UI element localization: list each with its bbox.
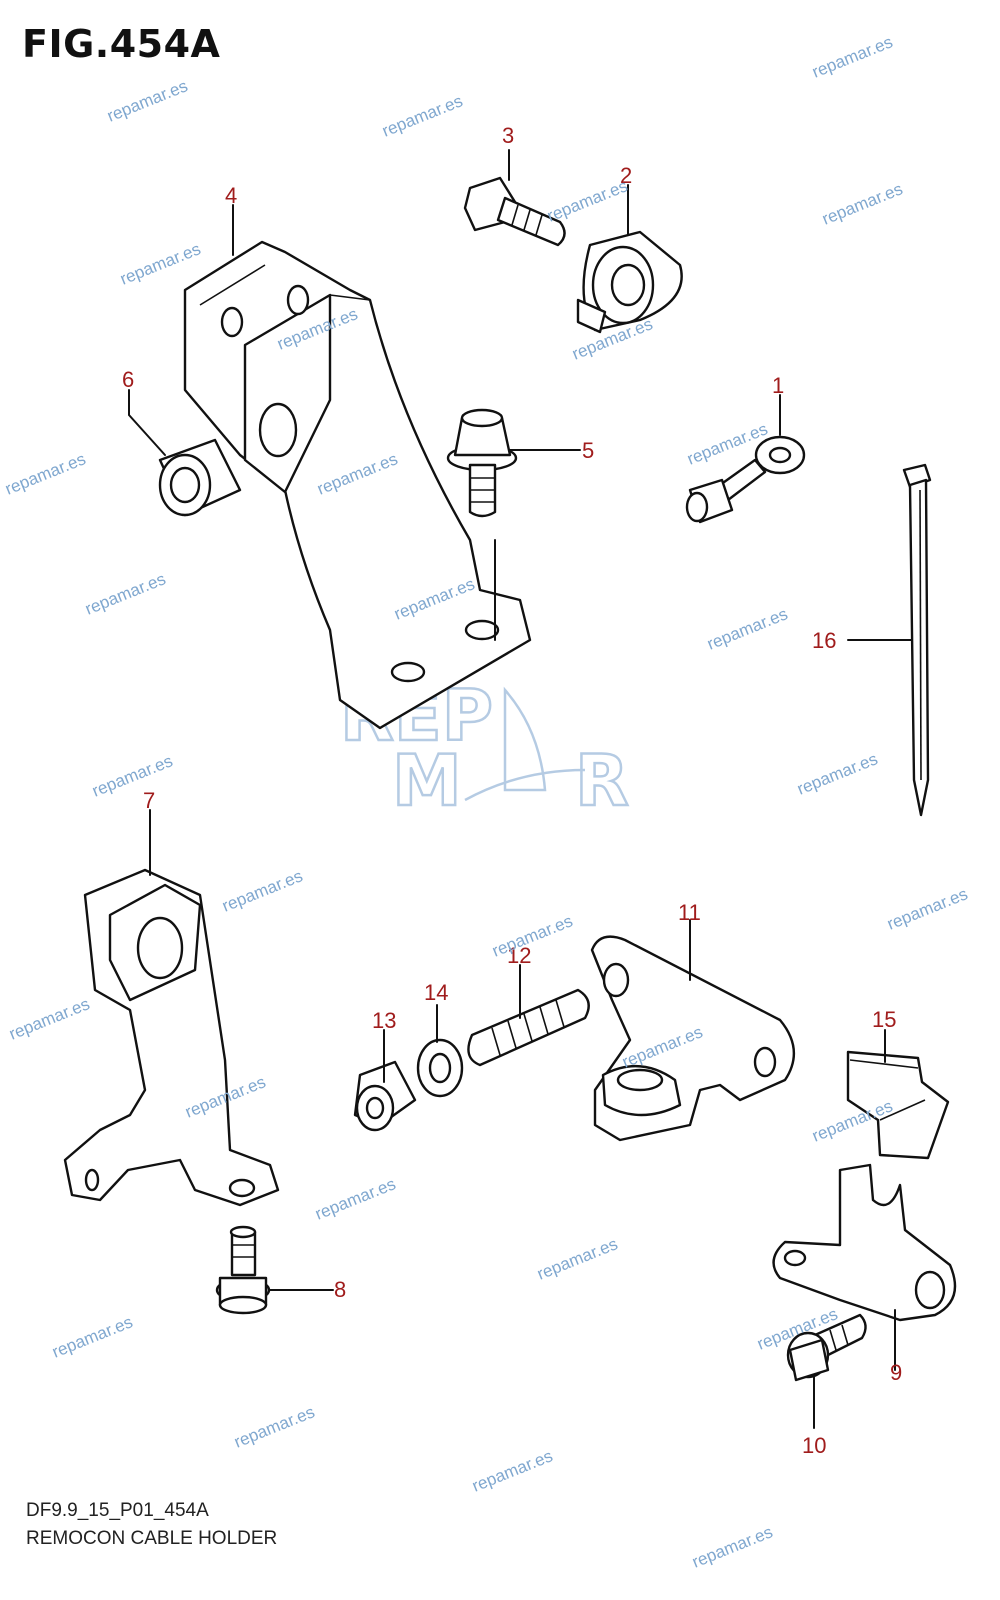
callout-16: 16	[812, 628, 836, 653]
part-14-washer	[416, 1038, 464, 1098]
watermark: repamar.es	[704, 604, 790, 653]
part-8-bolt	[215, 1225, 271, 1315]
callout-13: 13	[372, 1008, 396, 1033]
watermark: repamar.es	[809, 32, 895, 81]
logo-text-r: R	[575, 740, 629, 822]
watermark: repamar.es	[489, 911, 575, 960]
part-2-clamp	[576, 230, 683, 334]
figure-description: REMOCON CABLE HOLDER	[26, 1528, 278, 1549]
part-15-clip	[846, 1050, 950, 1160]
watermark: repamar.es	[89, 751, 175, 800]
part-1-terminal	[685, 435, 806, 524]
callout-10: 10	[802, 1433, 826, 1458]
figure-code: DF9.9_15_P01_454A	[26, 1500, 209, 1521]
watermark: repamar.es	[6, 994, 92, 1043]
callout-14: 14	[424, 980, 448, 1005]
part-16-cable-tie	[902, 463, 932, 817]
callouts: 1 2 3 4 5 6 7 8 9 10 11 12 13 14 15 16	[122, 123, 902, 1458]
watermark: repamar.es	[82, 569, 168, 618]
watermark: repamar.es	[689, 1522, 775, 1571]
part-10-bolt	[786, 1313, 867, 1382]
part-13-nut	[353, 1060, 417, 1132]
part-11-plate	[590, 935, 796, 1142]
part-12-stud	[467, 988, 590, 1067]
watermark: repamar.es	[379, 91, 465, 140]
watermark: repamar.es	[231, 1402, 317, 1451]
callout-12: 12	[507, 943, 531, 968]
watermark: repamar.es	[312, 1174, 398, 1223]
callout-5: 5	[582, 438, 594, 463]
watermark: repamar.es	[469, 1446, 555, 1495]
callout-6: 6	[122, 367, 134, 392]
part-9-clamp-bracket	[772, 1163, 957, 1322]
watermark: repamar.es	[819, 179, 905, 228]
callout-8: 8	[334, 1277, 346, 1302]
watermark: repamar.es	[534, 1234, 620, 1283]
watermark: repamar.es	[2, 449, 88, 498]
watermark: repamar.es	[219, 866, 305, 915]
leader-lines	[128, 149, 913, 1429]
logo-sail-icon	[503, 686, 547, 792]
part-5-bolt	[446, 408, 518, 518]
logo-text-m: M	[392, 740, 462, 822]
watermark: repamar.es	[544, 176, 630, 225]
callout-3: 3	[502, 123, 514, 148]
part-4-bracket	[183, 240, 532, 730]
part-7-bracket	[63, 868, 280, 1207]
logo-wave-icon	[464, 768, 586, 802]
watermark: repamar.es	[104, 76, 190, 125]
callout-4: 4	[225, 183, 237, 208]
part-6-grommet	[158, 438, 242, 517]
callout-9: 9	[890, 1360, 902, 1385]
watermark: repamar.es	[884, 884, 970, 933]
watermark: repamar.es	[117, 239, 203, 288]
figure-title: FIG.454A	[22, 22, 221, 66]
callout-1: 1	[772, 373, 784, 398]
callout-15: 15	[872, 1007, 896, 1032]
watermark: repamar.es	[49, 1312, 135, 1361]
watermark: repamar.es	[794, 749, 880, 798]
part-3-bolt	[463, 176, 566, 247]
callout-7: 7	[143, 788, 155, 813]
callout-2: 2	[620, 163, 632, 188]
callout-11: 11	[678, 900, 701, 925]
